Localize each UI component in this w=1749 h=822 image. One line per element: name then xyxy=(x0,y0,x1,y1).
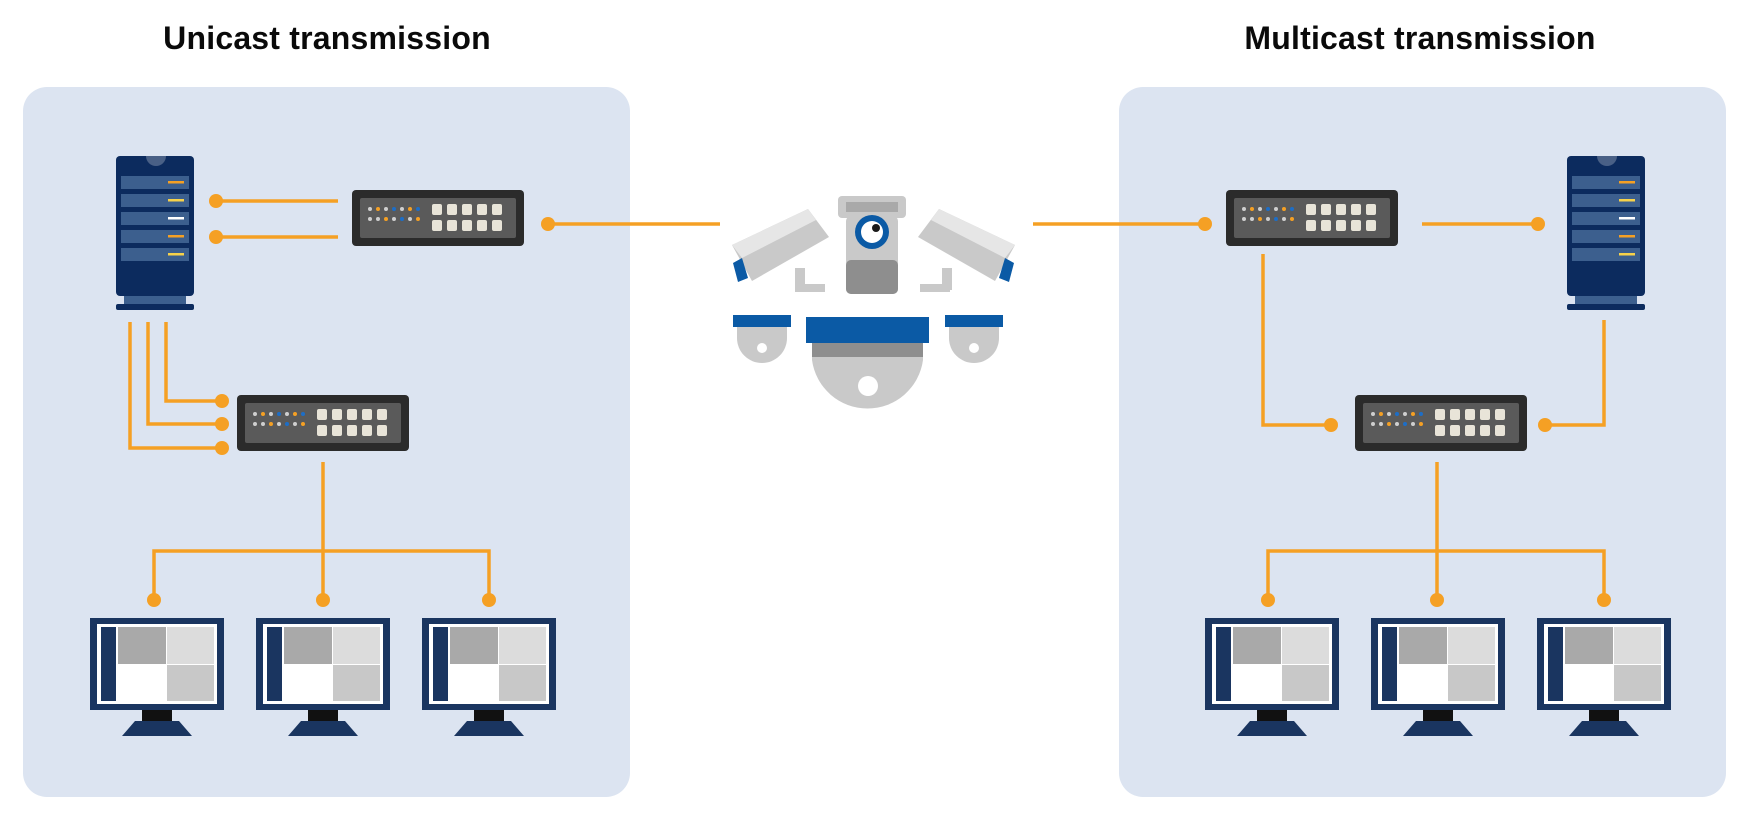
dome-camera-icon xyxy=(733,315,791,363)
dome-camera-icon xyxy=(945,315,1003,363)
unicast-title: Unicast transmission xyxy=(163,20,491,56)
multicast-link-dots xyxy=(1198,217,1611,607)
multicast-switch-top-icon xyxy=(1226,190,1398,246)
unicast-links xyxy=(128,199,720,600)
camera-icon xyxy=(918,209,1015,292)
multicast-switch-bottom-icon xyxy=(1355,395,1527,451)
camera-icon xyxy=(732,209,829,292)
multicast-links xyxy=(1033,222,1606,600)
multicast-title: Multicast transmission xyxy=(1244,20,1596,56)
unicast-link-dots xyxy=(147,194,555,607)
unicast-switch-bottom-icon xyxy=(237,395,409,451)
multicast-server-icon xyxy=(1567,156,1645,310)
unicast-switch-top-icon xyxy=(352,190,524,246)
camera-cluster xyxy=(732,196,1015,409)
dome-camera-icon xyxy=(806,317,929,409)
camera-icon xyxy=(838,196,906,294)
unicast-server-icon xyxy=(116,156,194,310)
